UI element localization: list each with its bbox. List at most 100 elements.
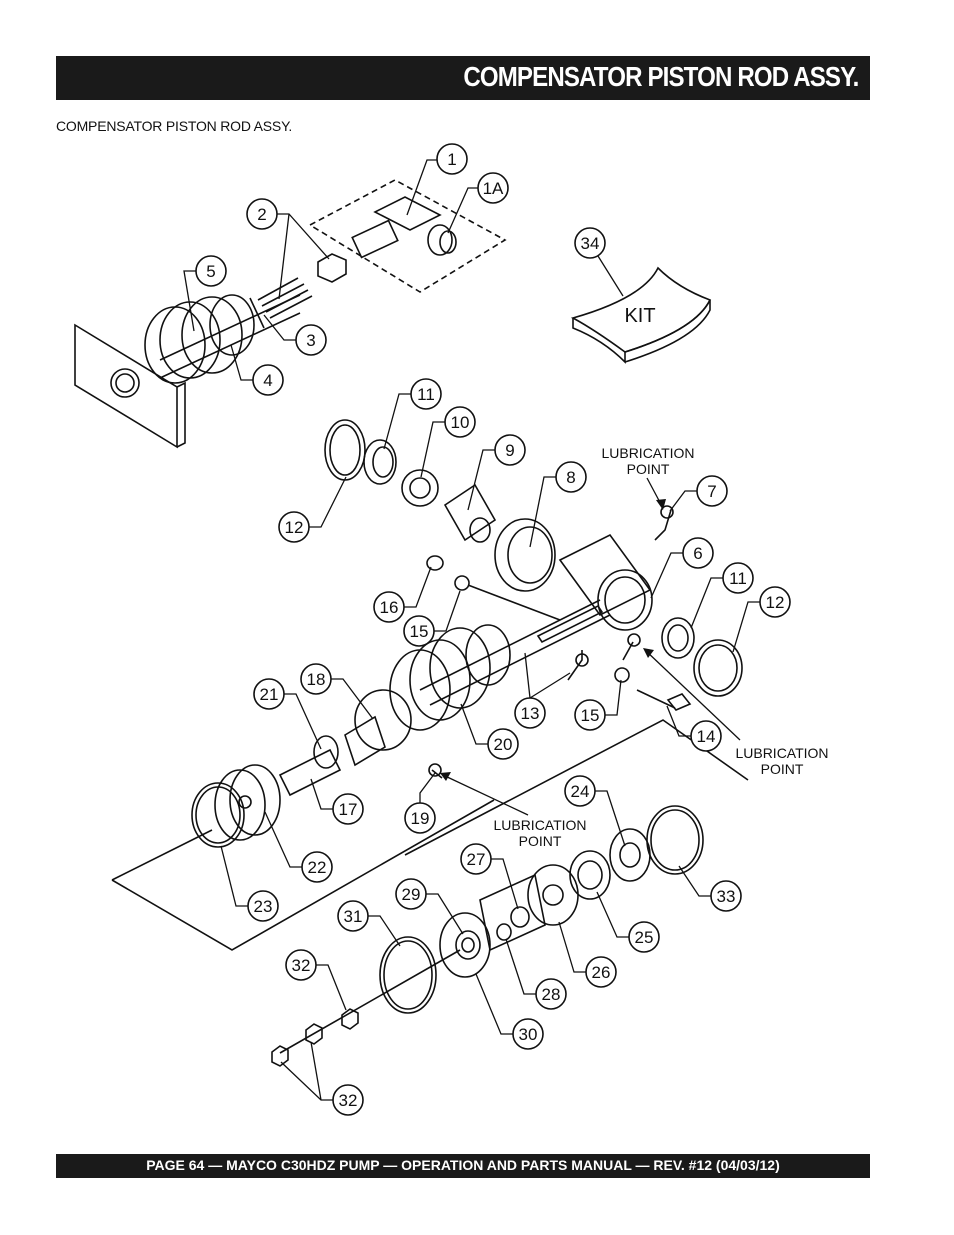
callout-28: 28	[535, 978, 567, 1010]
svg-text:5: 5	[206, 262, 215, 281]
callout-9: 9	[494, 434, 526, 466]
part-32-nut-c	[271, 1045, 289, 1067]
svg-text:31: 31	[344, 907, 363, 926]
part-9-bushing	[443, 483, 497, 542]
svg-text:10: 10	[451, 413, 470, 432]
callout-22: 22	[301, 851, 333, 883]
callout-15b: 15	[574, 699, 606, 731]
svg-text:24: 24	[571, 782, 590, 801]
callout-16: 16	[373, 591, 405, 623]
bracket-lower-left	[111, 799, 495, 951]
callout-8: 8	[555, 461, 587, 493]
callout-24: 24	[564, 775, 596, 807]
kit-label: KIT	[624, 305, 655, 327]
part-18-piston	[354, 689, 412, 751]
callout-11b: 11	[722, 562, 754, 594]
footer-bar: PAGE 64 — MAYCO C30HDZ PUMP — OPERATION …	[56, 1154, 870, 1178]
svg-text:28: 28	[542, 985, 561, 1004]
part-2-threads	[257, 277, 313, 319]
callout-13: 13	[514, 697, 546, 729]
svg-text:25: 25	[635, 928, 654, 947]
part-33-oring	[646, 805, 704, 875]
part-15-oring-b	[454, 575, 470, 591]
lubrication-label-2-line2: POINT	[761, 761, 804, 777]
svg-text:11: 11	[417, 385, 435, 404]
lubrication-label-3-line2: POINT	[519, 833, 562, 849]
part-17-rod-end	[278, 748, 342, 797]
lubrication-label-1-line1: LUBRICATION	[601, 445, 694, 461]
callout-32: 32	[285, 949, 317, 981]
part-24-disc	[609, 828, 651, 882]
part-1-body	[373, 196, 442, 231]
page-title: COMPENSATOR PISTON ROD ASSY.	[462, 61, 859, 92]
lubrication-label-3-line1: LUBRICATION	[493, 817, 586, 833]
part-1a-fitting	[427, 224, 453, 256]
callout-4: 4	[252, 364, 284, 396]
callout-17: 17	[332, 793, 364, 825]
callout-27: 27	[460, 843, 492, 875]
svg-text:23: 23	[254, 897, 273, 916]
part-22-head	[229, 764, 281, 836]
callout-25: 25	[628, 921, 660, 953]
part-27-block	[479, 873, 546, 952]
callout-12b: 12	[759, 586, 791, 618]
part-16-plug	[426, 555, 444, 571]
svg-text:34: 34	[581, 234, 600, 253]
callout-29: 29	[395, 878, 427, 910]
callout-33: 33	[710, 880, 742, 912]
arrow-head-3	[440, 772, 451, 781]
callout-1a: 1A	[477, 172, 509, 204]
callout-2: 2	[246, 198, 278, 230]
svg-text:3: 3	[306, 331, 315, 350]
callout-20: 20	[487, 728, 519, 760]
part-32-nut	[341, 1008, 359, 1030]
svg-text:8: 8	[566, 468, 575, 487]
callout-1: 1	[436, 143, 468, 175]
arrow-head-2	[643, 648, 654, 658]
callout-18: 18	[300, 663, 332, 695]
part-29-flange	[439, 912, 491, 978]
callout-34: 34	[574, 227, 606, 259]
bracket-right	[404, 719, 749, 856]
part-1-stem	[351, 219, 399, 259]
part-10-washer	[401, 469, 439, 507]
svg-text:12: 12	[285, 518, 304, 537]
callout-3: 3	[295, 324, 327, 356]
svg-text:4: 4	[263, 371, 272, 390]
lubrication-label-1-line2: POINT	[627, 461, 670, 477]
svg-text:1A: 1A	[483, 179, 504, 198]
arrow-head-1	[656, 499, 666, 510]
rod-keyway	[536, 604, 604, 644]
callout-21: 21	[253, 678, 285, 710]
part-19-fitting	[431, 769, 443, 779]
part-27-bushing	[510, 906, 530, 928]
svg-text:18: 18	[307, 670, 326, 689]
svg-text:29: 29	[402, 885, 421, 904]
part-15-oring	[614, 667, 630, 683]
part-32-nut-b	[305, 1023, 323, 1045]
callout-14: 14	[690, 720, 722, 752]
svg-text:33: 33	[717, 887, 736, 906]
callout-26: 26	[585, 956, 617, 988]
svg-text:14: 14	[697, 727, 716, 746]
svg-text:15: 15	[410, 622, 429, 641]
callout-19: 19	[404, 802, 436, 834]
svg-text:16: 16	[380, 598, 399, 617]
callout-30: 30	[512, 1018, 544, 1050]
svg-text:9: 9	[505, 441, 514, 460]
callout-11: 11	[410, 378, 442, 410]
plate-hole	[110, 368, 140, 398]
svg-text:32: 32	[339, 1091, 358, 1110]
part-2-nut	[317, 253, 347, 283]
svg-text:26: 26	[592, 963, 611, 982]
footer-text: PAGE 64 — MAYCO C30HDZ PUMP — OPERATION …	[146, 1157, 780, 1173]
part-7-fitting	[654, 509, 672, 541]
svg-text:13: 13	[521, 704, 540, 723]
svg-text:21: 21	[260, 685, 279, 704]
callout-23: 23	[247, 890, 279, 922]
callout-5: 5	[195, 255, 227, 287]
svg-text:1: 1	[447, 150, 456, 169]
dashed-group-box	[308, 179, 507, 293]
callout-12: 12	[278, 511, 310, 543]
